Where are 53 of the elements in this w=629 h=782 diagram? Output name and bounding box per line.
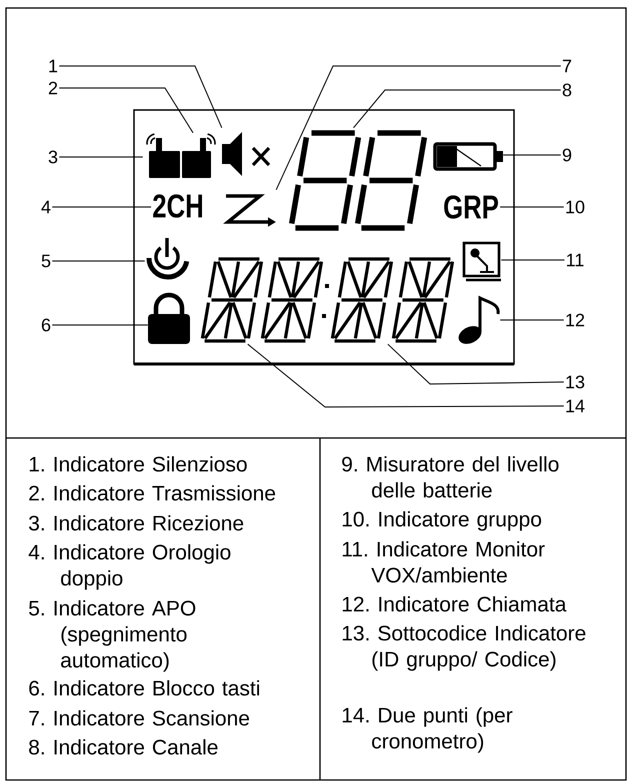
legend-item: 3. Indicatore Ricezione (29, 515, 244, 531)
leader-line (52, 206, 152, 208)
leader-line (58, 88, 194, 134)
legend-item: 2. Indicatore Trasmissione (29, 485, 276, 501)
leader-line (502, 154, 562, 156)
mute-icon (222, 132, 270, 176)
leader-line (58, 156, 144, 158)
leader-line (58, 66, 222, 128)
music-note-icon (458, 296, 500, 344)
leader-line (247, 344, 564, 408)
callout-number: 14 (566, 400, 584, 412)
leader-line (387, 344, 564, 384)
leader-line (276, 66, 562, 190)
indicator-text: GRP (444, 195, 498, 219)
indicator-text: 2CH (153, 194, 202, 218)
callout-number: 1 (49, 60, 58, 72)
callout-number: 2 (48, 82, 58, 94)
power-icon (146, 238, 190, 280)
microphone-icon (462, 242, 501, 282)
legend-item: 13. Sottocodice Indicatore (ID gruppo/ Codice) (342, 625, 586, 671)
legend-item: 11. Indicatore Monitor VOX/ambiente (342, 541, 545, 583)
callout-number: 5 (42, 254, 50, 268)
legend-item: 10. Indicatore gruppo (342, 511, 542, 531)
padlock-icon (148, 292, 190, 344)
callout-number: 11 (567, 254, 584, 266)
lcd-screen (133, 109, 515, 366)
legend-item: 5. Indicatore APO (spegnimento automatico) (29, 600, 196, 672)
legend-item: 14. Due punti (per cronometro) (342, 707, 512, 753)
legend-item: 9. Misuratore del livello delle batterie (342, 456, 558, 498)
callout-number: 10 (566, 200, 584, 214)
callout-number: 7 (562, 60, 572, 72)
legend-item: 6. Indicatore Blocco tasti (29, 680, 260, 696)
callout-number: 12 (566, 314, 584, 326)
callout-number: 4 (41, 200, 50, 214)
radio-icon (182, 133, 216, 178)
legend-item: 1. Indicatore Silenzioso (30, 456, 247, 472)
callout-number: 8 (562, 84, 572, 96)
legend-item: 8. Indicatore Canale (29, 739, 218, 755)
callout-number: 9 (562, 148, 572, 162)
callout-number: 3 (48, 150, 58, 164)
legend-item: 12. Indicatore Chiamata (342, 596, 566, 612)
segment-display (200, 257, 454, 343)
callout-number: 13 (566, 376, 584, 388)
leader-line (52, 324, 148, 326)
battery-icon (433, 142, 503, 171)
leader-line (52, 260, 146, 262)
seven-segment-digits (288, 130, 428, 231)
callout-number: 6 (42, 318, 50, 332)
legend-item: 4. Indicatore Orologio doppio (28, 544, 230, 590)
legend-item: 7. Indicatore Scansione (29, 710, 250, 726)
radio-icon (146, 133, 180, 178)
leader-line (500, 206, 564, 208)
leader-line (353, 90, 562, 128)
